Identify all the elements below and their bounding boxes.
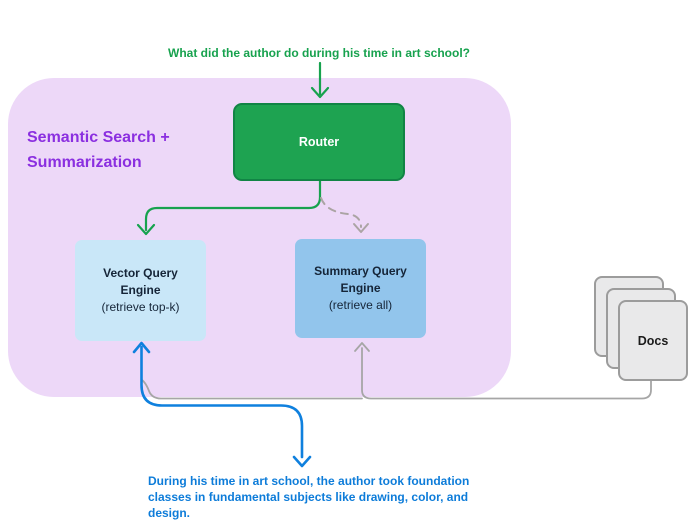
summary-query-engine-node: Summary Query Engine (retrieve all) bbox=[295, 239, 426, 338]
answer-line-2: classes in fundamental subjects like dra… bbox=[148, 490, 469, 504]
vector-engine-title-line1: Vector Query bbox=[103, 266, 178, 280]
vector-engine-title-line2: Engine bbox=[120, 283, 161, 297]
vector-engine-subtitle: (retrieve top-k) bbox=[101, 300, 180, 314]
docs-node: Docs bbox=[618, 300, 688, 381]
summary-engine-subtitle: (retrieve all) bbox=[328, 298, 393, 312]
container-label-line1: Semantic Search + bbox=[27, 129, 170, 146]
vector-query-engine-node: Vector Query Engine (retrieve top-k) bbox=[75, 240, 206, 341]
router-label: Router bbox=[298, 135, 340, 149]
answer-text: During his time in art school, the autho… bbox=[148, 473, 478, 521]
container-label: Semantic Search + Summarization bbox=[27, 125, 247, 175]
container-label-line2: Summarization bbox=[27, 154, 142, 171]
answer-line-1: During his time in art school, the autho… bbox=[148, 474, 470, 488]
question-text: What did the author do during his time i… bbox=[168, 46, 470, 60]
answer-line-3: design. bbox=[148, 506, 191, 520]
summary-engine-title-line2: Engine bbox=[340, 281, 381, 295]
docs-label: Docs bbox=[637, 333, 669, 348]
summary-engine-title-line1: Summary Query bbox=[314, 264, 407, 278]
router-node: Router bbox=[233, 103, 405, 181]
